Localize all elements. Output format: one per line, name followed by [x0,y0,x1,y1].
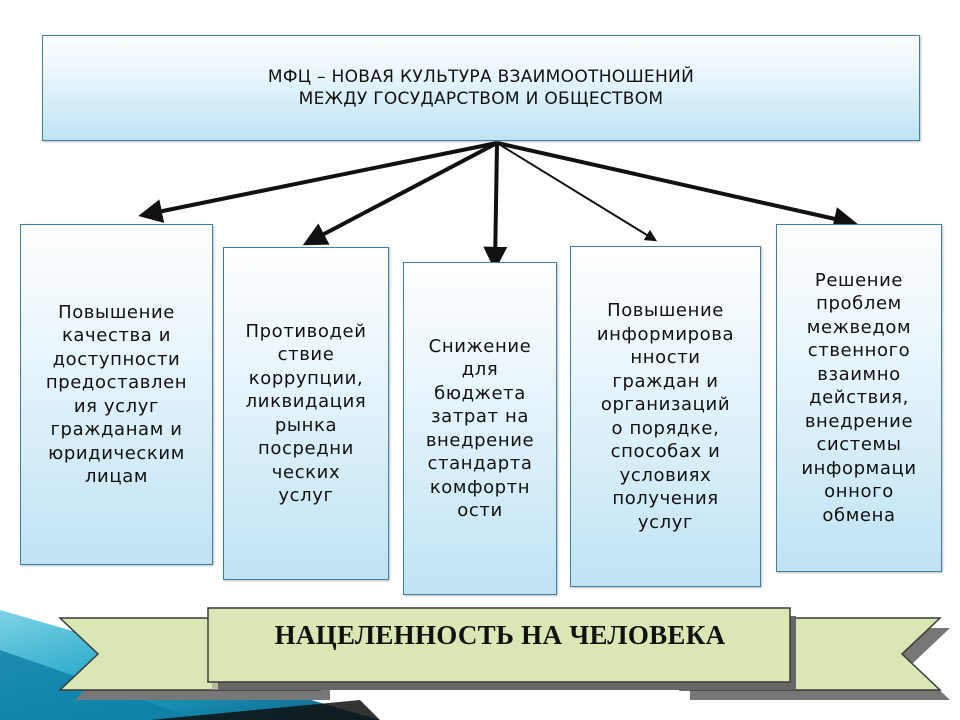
banner-ribbon [0,607,950,720]
ribbon-center [207,607,791,683]
arrow-to-card-1 [138,141,498,223]
header-title: МФЦ – НОВАЯ КУЛЬТУРА ВЗАИМООТНОШЕНИЙ МЕЖ… [267,67,695,109]
arrow-to-card-2 [302,141,498,246]
banner-title: НАЦЕЛЕННОСТЬ НА ЧЕЛОВЕКА [274,619,726,650]
card-budget-savings: Снижение для бюджета затрат на внедрение… [403,262,557,595]
arrow-to-card-5 [496,141,858,231]
card-citizen-awareness: Повышение информирова нности граждан и о… [570,246,761,587]
card-interagency-exchange: Решение проблем межведом ственного взаим… [776,224,942,572]
card-text: Противодей ствие коррупции, ликвидация р… [245,320,367,507]
header-box: МФЦ – НОВАЯ КУЛЬТУРА ВЗАИМООТНОШЕНИЙ МЕЖ… [42,35,920,141]
card-anti-corruption: Противодей ствие коррупции, ликвидация р… [223,247,389,580]
arrow-to-card-3 [483,142,508,271]
card-text: Решение проблем межведом ственного взаим… [801,269,917,526]
arrow-to-card-4 [496,142,658,242]
card-text: Повышение информирова нности граждан и о… [596,300,735,533]
card-text: Снижение для бюджета затрат на внедрение… [425,335,535,522]
card-quality-access: Повышение качества и доступности предост… [20,224,213,565]
card-text: Повышение качества и доступности предост… [45,301,188,488]
